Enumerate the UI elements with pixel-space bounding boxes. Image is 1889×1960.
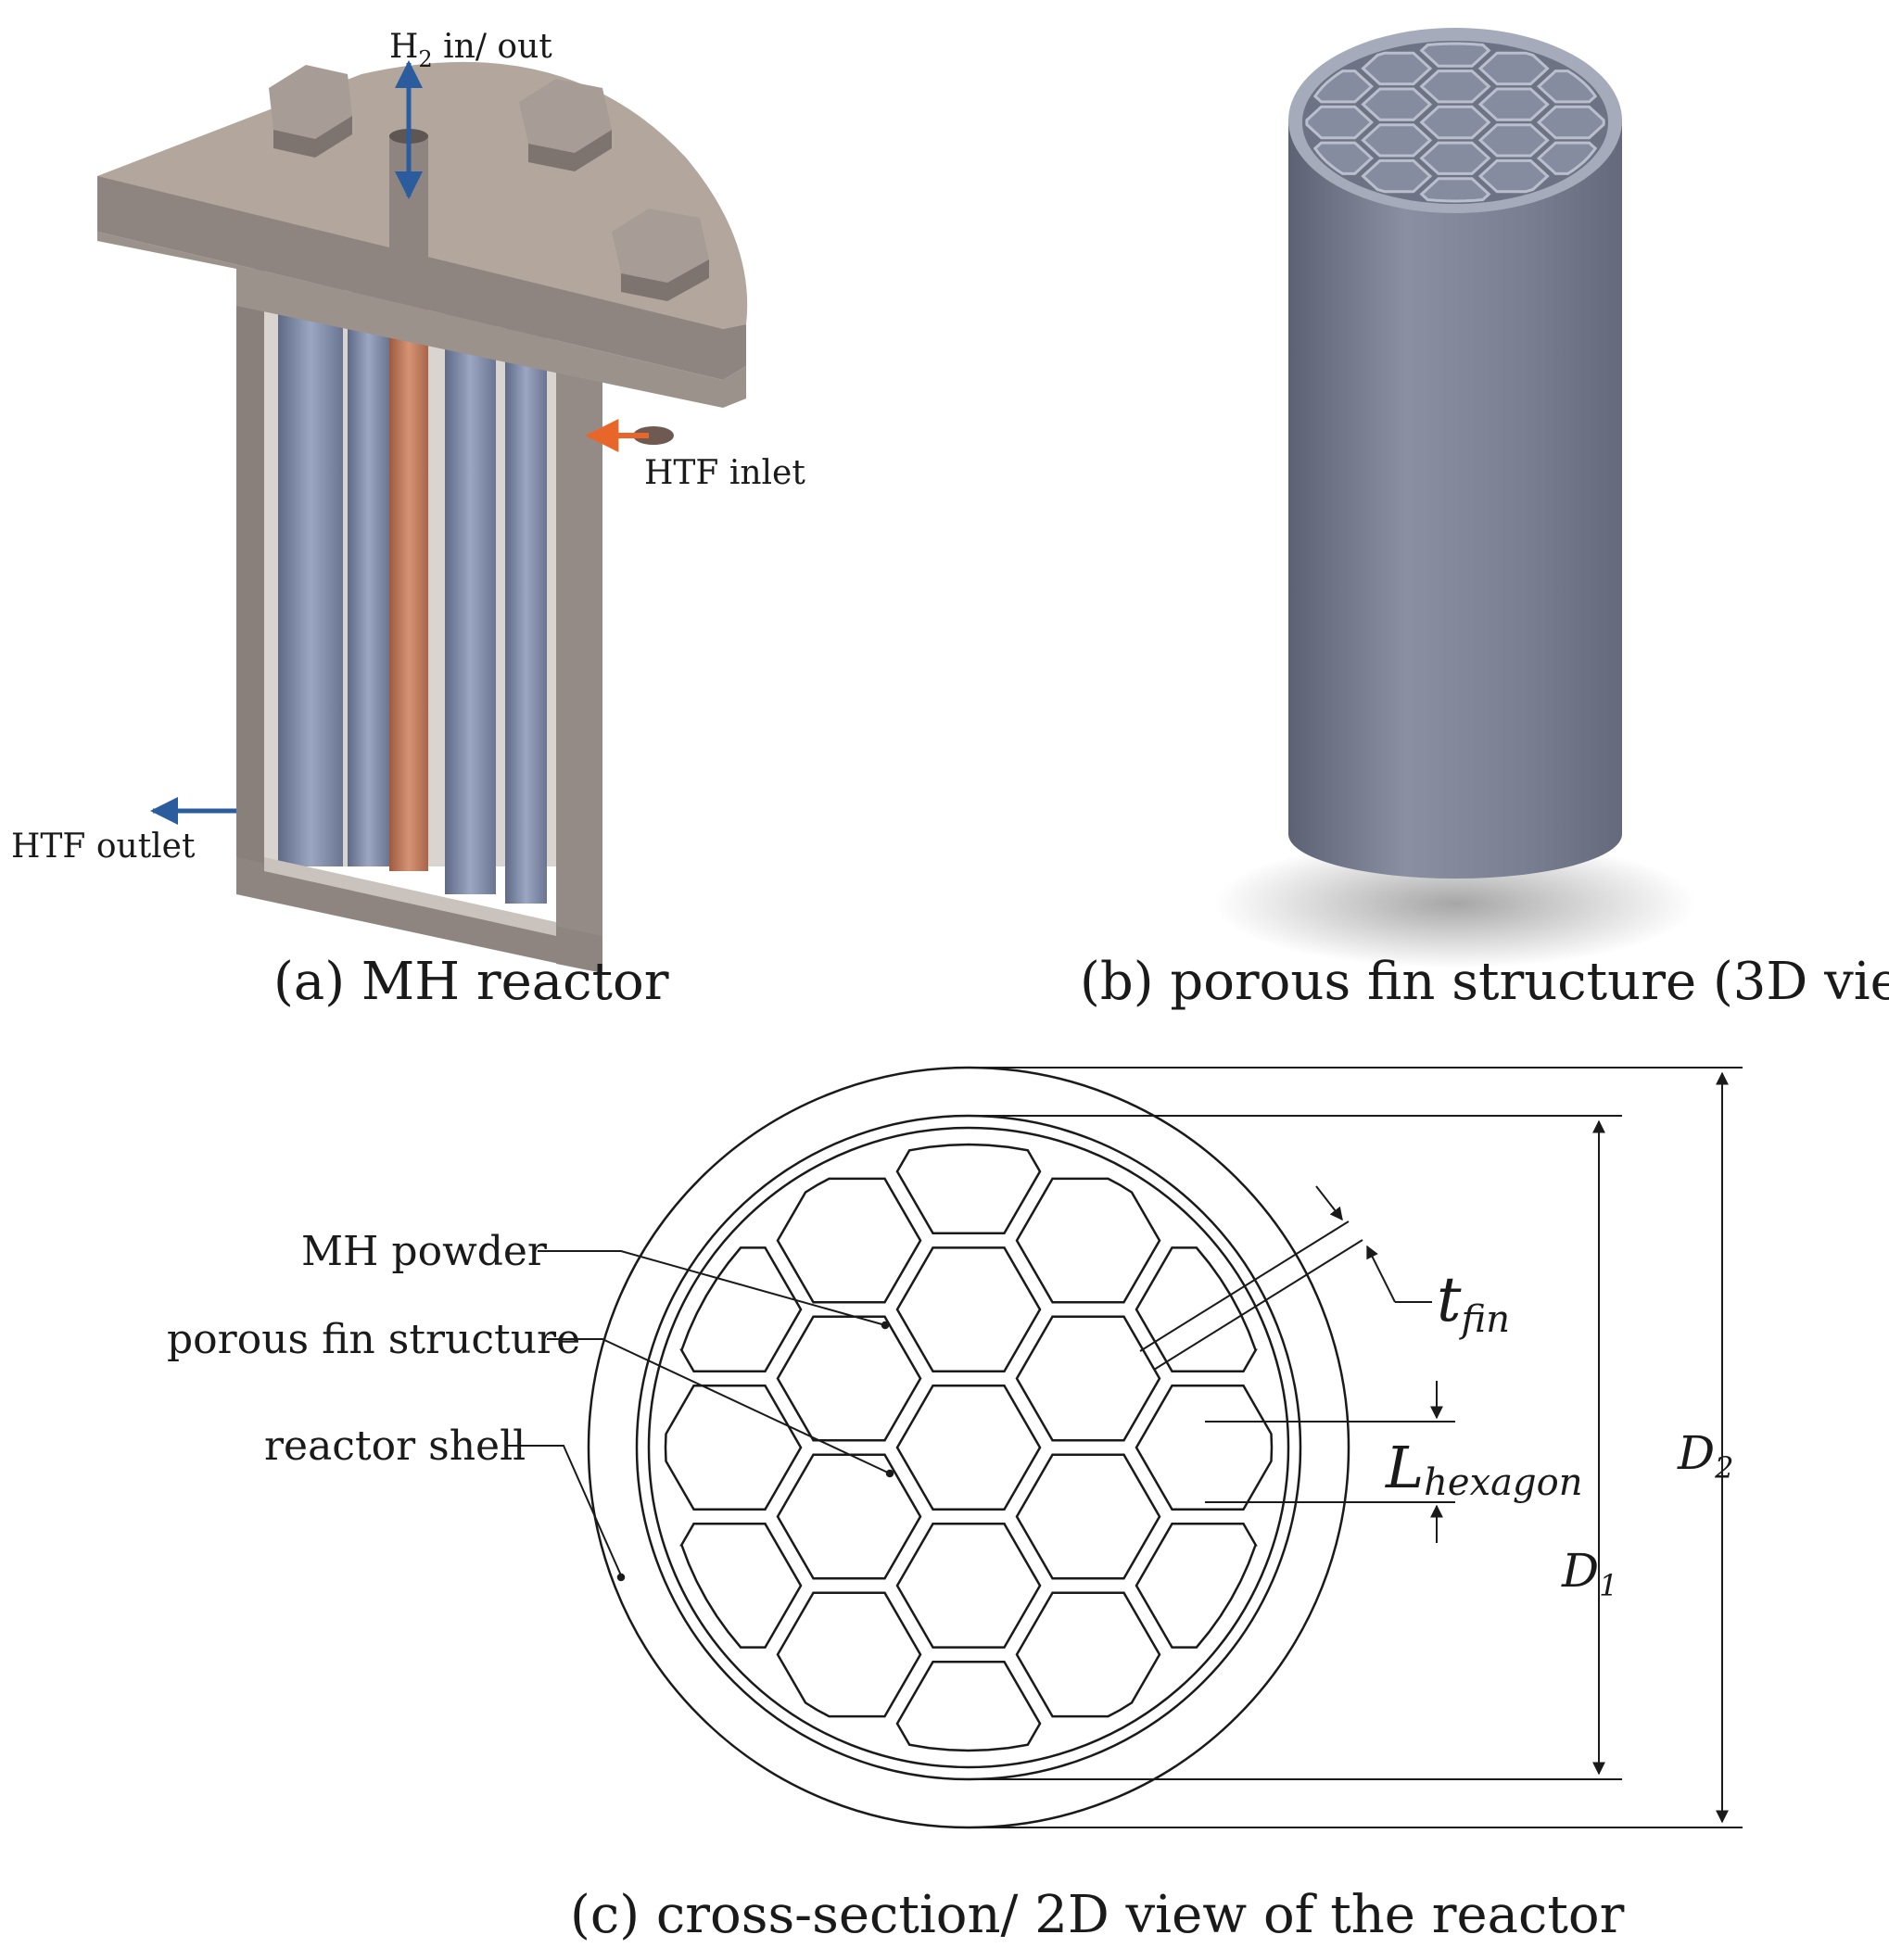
hex-cell [776, 1453, 922, 1580]
bolt-left [269, 65, 352, 158]
mh-powder-dot [881, 1321, 890, 1330]
hex-cell [1305, 105, 1375, 140]
hex-cell [1015, 1453, 1161, 1580]
hex-cell [1135, 1523, 1258, 1649]
hex-cell [1015, 1177, 1161, 1304]
porous-fin-label: porous fin structure [167, 1316, 580, 1363]
hex-cell [895, 1385, 1042, 1511]
fin-plate-4 [505, 310, 547, 904]
hex-cell [1477, 87, 1550, 121]
hex-cell [1361, 51, 1433, 86]
reactor-cap-side-lower [97, 232, 746, 408]
hex-cell [1419, 141, 1491, 175]
hex-cell [895, 1246, 1042, 1372]
hex-cell [1536, 141, 1598, 175]
copper-h2-tube [389, 269, 428, 871]
hex-cell [1419, 177, 1491, 203]
reactor-body-left-wall [236, 269, 264, 866]
hex-cell [1477, 158, 1550, 194]
cylinder-top-hex-cells [1305, 42, 1605, 203]
hex-cell [664, 1385, 803, 1511]
reactor-shell-label: reactor shell [264, 1423, 526, 1470]
caption-b: (b) porous fin structure (3D view) [1080, 952, 1889, 1012]
hex-cell [1312, 70, 1375, 104]
hex-cell [776, 1315, 922, 1442]
cross-section-drawing [505, 1066, 1743, 1829]
cylinder-shadow [1214, 839, 1696, 968]
h2-in-out-label: H2 in/ out [389, 28, 552, 72]
htf-inlet-port [633, 426, 674, 445]
reactor-bottom-plate [236, 857, 602, 973]
hex-cell [679, 1246, 803, 1372]
hex-cell [776, 1177, 922, 1304]
hex-cell [1477, 51, 1550, 86]
fin-plate-1 [278, 283, 343, 866]
hex-cell [1361, 158, 1433, 194]
hex-cell [1312, 141, 1375, 175]
d1-label: D1 [1561, 1544, 1617, 1603]
hex-cell [895, 1660, 1042, 1752]
cross-section-hex-cells [664, 1143, 1274, 1752]
porous-fin-3d-drawing: (b) porous fin structure (3D view) [1080, 28, 1889, 1012]
bolt-front [612, 209, 709, 301]
hex-cell [1015, 1591, 1161, 1718]
hex-cell [1361, 123, 1433, 158]
hex-cell [1135, 1246, 1258, 1372]
htf-inlet-label: HTF inlet [644, 454, 805, 492]
reactor-inner-floor [264, 857, 556, 936]
hex-cell [1419, 42, 1491, 68]
hex-cell [895, 1143, 1042, 1235]
hex-cell [895, 1523, 1042, 1649]
l-hexagon-label: Lhexagon [1385, 1434, 1582, 1504]
fin-plate-3 [445, 301, 496, 894]
caption-c: (c) cross-section/ 2D view of the reacto… [570, 1885, 1625, 1945]
reactor-body-right-wall [556, 352, 602, 973]
tfin-ext-1 [1139, 1220, 1350, 1352]
t-fin-label: tfin [1437, 1264, 1510, 1341]
hex-cell [1477, 123, 1550, 158]
hex-cell [1361, 87, 1433, 121]
reactor-shell-dot [616, 1573, 626, 1582]
hex-cell [1536, 70, 1598, 104]
hex-cell [1536, 105, 1605, 140]
reactor-shell-leader [505, 1445, 622, 1576]
htf-outlet-label: HTF outlet [11, 828, 196, 866]
hex-cell [1015, 1315, 1161, 1442]
caption-a: (a) MH reactor [273, 952, 669, 1012]
mh-powder-label: MH powder [301, 1228, 548, 1275]
hex-cell [1135, 1385, 1274, 1511]
outer-shell-circle [587, 1066, 1350, 1829]
mh-powder-leader [538, 1250, 886, 1326]
porous-fin-dot [885, 1469, 894, 1478]
reactor-cap-side [97, 176, 746, 380]
fin-plate-2 [348, 292, 389, 866]
bolt-right [519, 79, 612, 171]
hex-cell [1419, 70, 1491, 104]
porous-fin-leader [547, 1338, 891, 1474]
cylinder-body [1288, 120, 1622, 879]
mh-reactor-drawing: H2 in/ out HTF inlet HTF outlet (a) MH r… [11, 28, 805, 1012]
fin-boundary-circle [647, 1126, 1290, 1769]
inner-shell-circle [635, 1114, 1302, 1781]
tfin-ext-2 [1153, 1239, 1363, 1371]
hex-cell [679, 1523, 803, 1649]
hex-cell [776, 1591, 922, 1718]
tfin-arrow-2 [1366, 1245, 1396, 1303]
d2-label: D2 [1677, 1426, 1733, 1486]
hex-cell [1419, 105, 1491, 140]
tfin-arrow-1 [1315, 1185, 1343, 1221]
